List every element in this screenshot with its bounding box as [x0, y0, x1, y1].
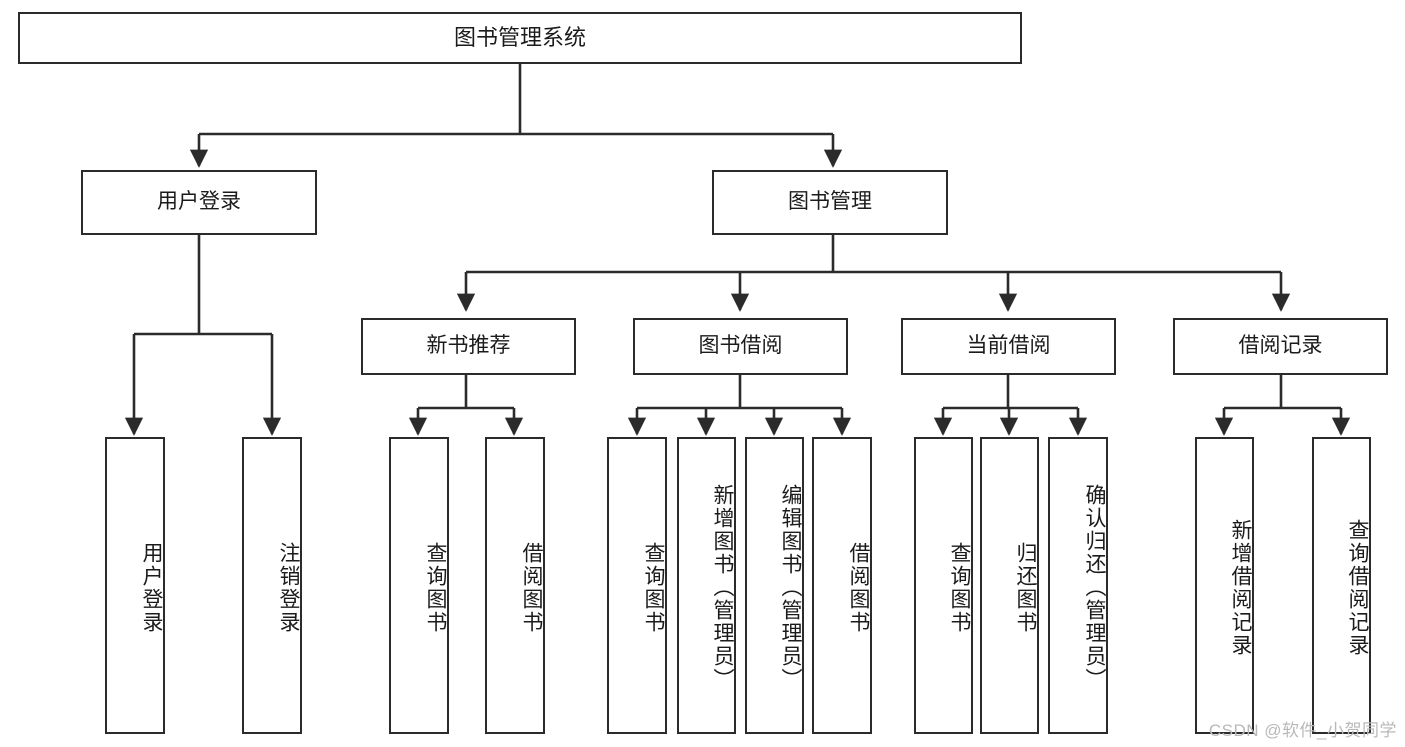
node-leaf-query-record-label: 查询借阅记录: [1346, 518, 1369, 657]
node-leaf-add-book[interactable]: 新增图书（管理员）: [677, 437, 736, 734]
node-leaf-query-book-3[interactable]: 查询图书: [914, 437, 973, 734]
node-leaf-query-book-2[interactable]: 查询图书: [607, 437, 667, 734]
node-leaf-user-login[interactable]: 用户登录: [105, 437, 165, 734]
node-leaf-logout-login[interactable]: 注销登录: [242, 437, 302, 734]
node-leaf-logout-login-label: 注销登录: [277, 541, 300, 634]
node-leaf-return-book-label: 归还图书: [1014, 541, 1037, 634]
node-current-borrow[interactable]: 当前借阅: [901, 318, 1116, 375]
node-leaf-add-book-label: 新增图书（管理员）: [711, 484, 734, 691]
node-leaf-query-book-1[interactable]: 查询图书: [389, 437, 449, 734]
node-leaf-edit-book-label: 编辑图书（管理员）: [779, 484, 802, 691]
node-root-label: 图书管理系统: [453, 25, 586, 51]
node-book-borrow[interactable]: 图书借阅: [633, 318, 848, 375]
node-book-borrow-label: 图书借阅: [698, 334, 783, 358]
node-book-management-label: 图书管理: [788, 190, 872, 214]
node-leaf-borrow-book-2[interactable]: 借阅图书: [812, 437, 872, 734]
node-leaf-borrow-book-1-label: 借阅图书: [520, 541, 543, 634]
node-leaf-borrow-book-1[interactable]: 借阅图书: [485, 437, 545, 734]
node-root[interactable]: 图书管理系统: [18, 12, 1022, 64]
node-book-management[interactable]: 图书管理: [712, 170, 948, 235]
node-leaf-query-record[interactable]: 查询借阅记录: [1312, 437, 1371, 734]
node-leaf-edit-book[interactable]: 编辑图书（管理员）: [745, 437, 804, 734]
node-leaf-query-book-1-label: 查询图书: [424, 541, 447, 634]
node-borrow-record[interactable]: 借阅记录: [1173, 318, 1388, 375]
watermark-text: CSDN @软件_小贺同学: [1208, 721, 1397, 740]
node-new-book-recommend[interactable]: 新书推荐: [361, 318, 576, 375]
node-current-borrow-label: 当前借阅: [966, 334, 1051, 358]
node-user-login-label: 用户登录: [157, 190, 241, 214]
node-leaf-confirm-return-label: 确认归还（管理员）: [1083, 484, 1106, 691]
node-leaf-add-record[interactable]: 新增借阅记录: [1195, 437, 1254, 734]
node-user-login[interactable]: 用户登录: [81, 170, 317, 235]
node-leaf-confirm-return[interactable]: 确认归还（管理员）: [1048, 437, 1108, 734]
node-leaf-query-book-2-label: 查询图书: [642, 541, 665, 634]
node-leaf-borrow-book-2-label: 借阅图书: [847, 541, 870, 634]
node-new-book-recommend-label: 新书推荐: [426, 334, 511, 358]
node-leaf-return-book[interactable]: 归还图书: [980, 437, 1039, 734]
node-borrow-record-label: 借阅记录: [1238, 334, 1323, 358]
node-leaf-add-record-label: 新增借阅记录: [1229, 518, 1252, 657]
node-leaf-user-login-label: 用户登录: [140, 541, 163, 634]
node-leaf-query-book-3-label: 查询图书: [948, 541, 971, 634]
